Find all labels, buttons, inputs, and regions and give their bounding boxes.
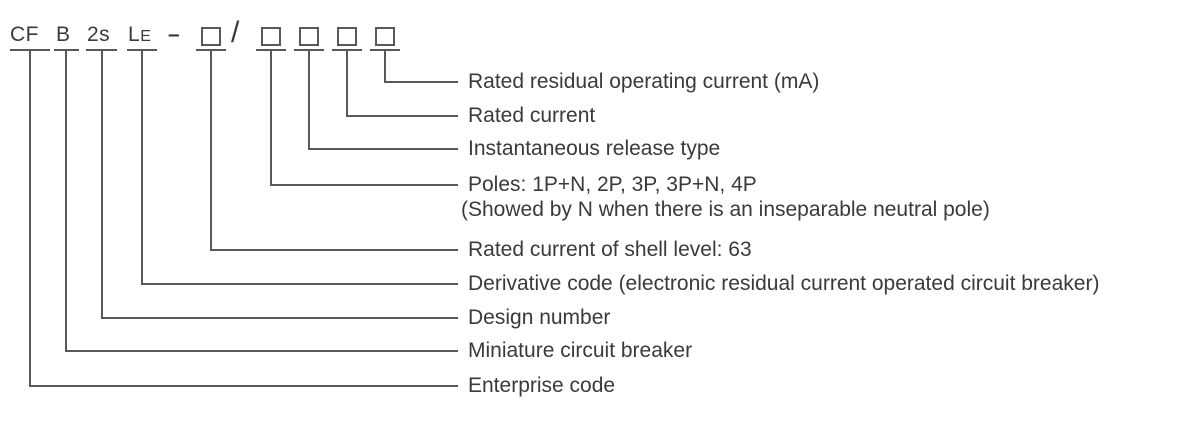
connector-hline-2s: [101, 317, 458, 319]
code-segment-le: LE: [128, 23, 152, 46]
connector-vline-box-3: [308, 51, 310, 150]
underline-2s: [86, 49, 117, 51]
underline-b: [54, 49, 79, 51]
connector-hline-b: [65, 350, 458, 352]
underline-cf: [10, 49, 50, 51]
callout-poles: Poles: 1P+N, 2P, 3P, 3P+N, 4P: [468, 173, 757, 196]
underline-box-3: [294, 49, 324, 51]
connector-vline-box-2: [270, 51, 272, 186]
callout-enterprise-code: Enterprise code: [468, 374, 616, 397]
connector-vline-cf: [29, 51, 31, 387]
code-box-5: [375, 27, 395, 46]
callout-miniature-circuit-breaker: Miniature circuit breaker: [468, 339, 693, 362]
connector-hline-box-5: [384, 81, 458, 83]
connector-vline-le: [141, 51, 143, 285]
underline-box-5: [370, 49, 400, 51]
code-segment-cf: CF: [10, 23, 39, 46]
code-box-4: [337, 27, 357, 46]
connector-hline-box-4: [346, 115, 458, 117]
code-slash-separator: /: [231, 16, 240, 49]
code-box-1: [201, 27, 221, 46]
code-segment-b: B: [56, 23, 71, 46]
callout-shell-level: Rated current of shell level: 63: [468, 238, 752, 261]
code-segment-2s: 2s: [87, 23, 111, 46]
underline-box-4: [332, 49, 362, 51]
callout-rated-current: Rated current: [468, 104, 596, 127]
callout-rated-residual-current: Rated residual operating current (mA): [468, 70, 820, 93]
code-box-2: [261, 27, 281, 46]
code-box-3: [299, 27, 319, 46]
underline-box-1: [196, 49, 226, 51]
connector-hline-box-2: [270, 184, 458, 186]
callout-poles-note: (Showed by N when there is an inseparabl…: [461, 198, 990, 221]
connector-hline-le: [141, 283, 458, 285]
callout-design-number: Design number: [468, 306, 611, 329]
callout-derivative-code: Derivative code (electronic residual cur…: [468, 272, 1100, 295]
underline-le: [127, 49, 157, 51]
connector-hline-box-3: [308, 148, 458, 150]
connector-hline-cf: [29, 385, 458, 387]
connector-vline-box-1: [210, 51, 212, 251]
underline-box-2: [256, 49, 286, 51]
connector-vline-box-5: [384, 51, 386, 83]
callout-instantaneous-release: Instantaneous release type: [468, 137, 721, 160]
code-dash-separator: –: [168, 23, 180, 46]
connector-vline-b: [65, 51, 67, 352]
connector-hline-box-1: [210, 249, 458, 251]
connector-vline-box-4: [346, 51, 348, 117]
connector-vline-2s: [101, 51, 103, 319]
